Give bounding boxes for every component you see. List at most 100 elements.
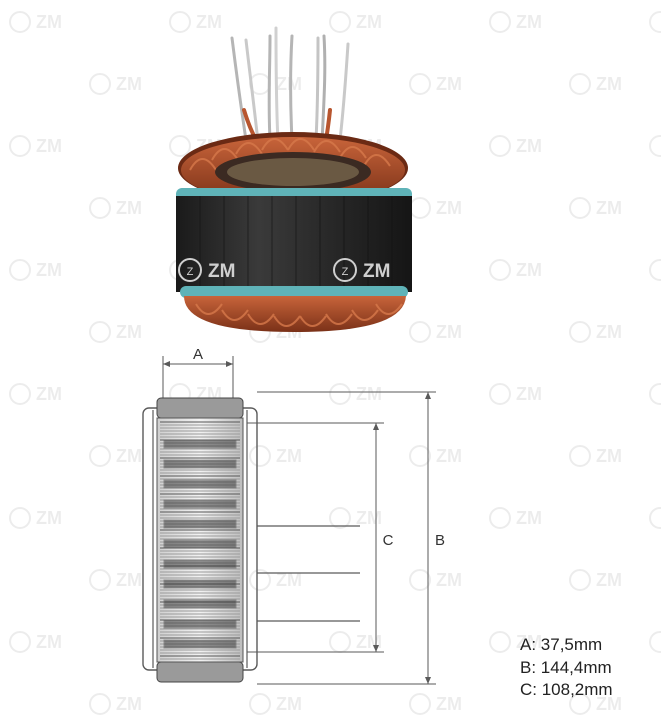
watermark-text: ZM (36, 260, 62, 280)
watermark-logo-ring (409, 693, 431, 715)
watermark-logo-ring (569, 569, 591, 591)
watermark-text: ZM (516, 508, 542, 528)
watermark-logo-ring (9, 11, 31, 33)
watermark-logo-ring (89, 693, 111, 715)
dimension-label-a: A (193, 346, 203, 363)
stator-photo: Z ZM Z ZM (176, 26, 412, 332)
watermark-logo-ring (489, 631, 511, 653)
watermark-text: ZM (276, 74, 302, 94)
watermark-logo-ring (649, 507, 661, 529)
watermark-logo-ring (329, 631, 351, 653)
watermark-text: ZM (36, 136, 62, 156)
watermark-text: ZM (596, 694, 622, 714)
lamination-slot-band (163, 539, 237, 549)
watermark-text: ZM (276, 446, 302, 466)
watermark-logo-ring (569, 445, 591, 467)
watermark-text: ZM (436, 446, 462, 466)
watermark-logo-ring (489, 383, 511, 405)
watermark-text: ZM (356, 508, 382, 528)
watermark-text: ZM (516, 136, 542, 156)
watermark-logo-ring (329, 383, 351, 405)
watermark-text: ZM (356, 12, 382, 32)
watermark-layer: ZM ZM ZM ZM ZM ZM ZM ZM ZM ZM ZM ZM ZM ZM ZM ZM ZM ZM ZM ZM… (9, 11, 661, 715)
watermark-logo-ring (569, 73, 591, 95)
watermark-text: ZM (116, 446, 142, 466)
lamination-slot-band (163, 439, 237, 449)
watermark-text: ZM (516, 632, 542, 652)
watermark-logo-ring (9, 631, 31, 653)
dimension-c-value: C: 108,2mm (520, 680, 613, 699)
lamination-slot-band (163, 639, 237, 649)
watermark-text: ZM (116, 74, 142, 94)
lamination-slot-band (163, 619, 237, 629)
lamination-slot-band (163, 519, 237, 529)
watermark-logo-ring (649, 135, 661, 157)
watermark-logo-ring (89, 321, 111, 343)
watermark-text: ZM (596, 198, 622, 218)
watermark-logo-ring (649, 631, 661, 653)
watermark-text: ZM (196, 12, 222, 32)
technical-drawing (142, 356, 436, 685)
watermark-text: ZM (436, 694, 462, 714)
watermark-logo-ring (409, 569, 431, 591)
dimension-list: A: 37,5mm B: 144,4mm C: 108,2mm (520, 634, 613, 702)
watermark-text: ZM (116, 198, 142, 218)
watermark-logo-ring (9, 383, 31, 405)
watermark-logo-ring (649, 383, 661, 405)
dimension-a-value: A: 37,5mm (520, 635, 603, 654)
watermark-text: ZM (356, 632, 382, 652)
watermark-logo-ring (489, 259, 511, 281)
dimension-label-b: B (435, 532, 445, 549)
watermark-logo-ring (409, 445, 431, 467)
watermark-text: ZM (516, 12, 542, 32)
watermark-logo-ring (409, 73, 431, 95)
watermark-text: ZM (596, 74, 622, 94)
watermark-text: ZM (276, 570, 302, 590)
watermark-text: ZM (36, 632, 62, 652)
lamination-slot-band (163, 599, 237, 609)
brand-mark-left-glyph: Z (187, 266, 194, 278)
brand-mark-left-text: ZM (208, 261, 235, 282)
watermark-logo-ring (9, 135, 31, 157)
watermark-text: ZM (116, 570, 142, 590)
dimension-label-c: C (383, 532, 394, 549)
lamination-slot-band (163, 499, 237, 509)
watermark-text: ZM (356, 384, 382, 404)
lamination-slot-band (163, 579, 237, 589)
watermark-logo-ring (9, 507, 31, 529)
brand-mark-right-glyph: Z (342, 266, 349, 278)
brand-mark-right-text: ZM (363, 261, 390, 282)
watermark-logo-ring (89, 73, 111, 95)
lamination-slot-band (163, 559, 237, 569)
lamination-slot-band (163, 479, 237, 489)
watermark-text: ZM (596, 570, 622, 590)
watermark-logo-ring (569, 197, 591, 219)
watermark-text: ZM (36, 384, 62, 404)
watermark-logo-ring (9, 259, 31, 281)
dimension-b-value: B: 144,4mm (520, 657, 612, 677)
watermark-text: ZM (436, 74, 462, 94)
watermark-text: ZM (116, 694, 142, 714)
watermark-logo-ring (329, 507, 351, 529)
watermark-logo-ring (489, 135, 511, 157)
watermark-text: ZM (36, 508, 62, 528)
watermark-logo-ring (569, 693, 591, 715)
watermark-text: ZM (516, 384, 542, 404)
watermark-logo-ring (249, 445, 271, 467)
top-winding-loops (189, 138, 391, 171)
lamination-lines (160, 421, 240, 660)
watermark-logo-ring (409, 321, 431, 343)
watermark-logo-ring (249, 569, 271, 591)
watermark-logo-ring (169, 11, 191, 33)
watermark-logo-ring (649, 259, 661, 281)
watermark-logo-ring (89, 569, 111, 591)
watermark-text: ZM (36, 12, 62, 32)
watermark-text: ZM (516, 260, 542, 280)
watermark-logo-ring (649, 11, 661, 33)
watermark-logo-ring (329, 11, 351, 33)
lead-wires (230, 26, 350, 154)
watermark-logo-ring (409, 197, 431, 219)
watermark-text: ZM (596, 446, 622, 466)
watermark-logo-ring (489, 11, 511, 33)
